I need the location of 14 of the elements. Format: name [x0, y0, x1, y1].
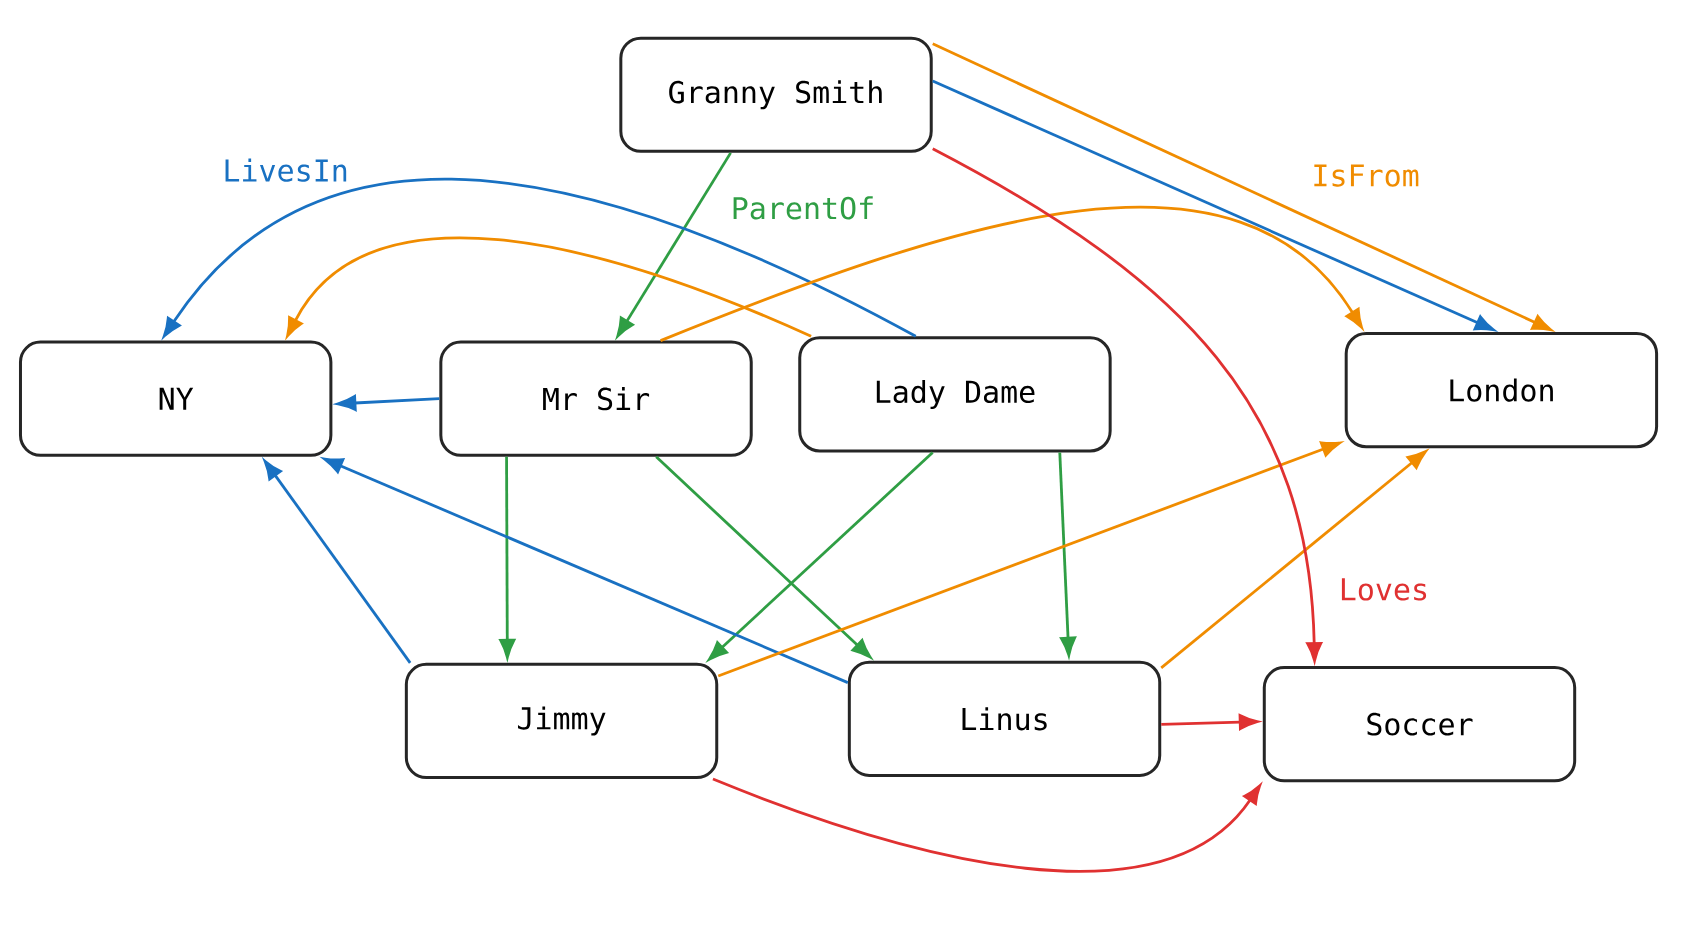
- arrow: [712, 777, 1261, 873]
- entity-box: Mr Sir: [439, 340, 753, 457]
- arrow: [163, 177, 917, 338]
- entity-box: Granny Smith: [619, 36, 933, 153]
- entity-box: London: [1344, 332, 1659, 449]
- entity-box: Soccer: [1262, 666, 1577, 783]
- entity-box: NY: [19, 340, 333, 457]
- edge-label: LivesIn: [220, 156, 351, 184]
- edge-label: Loves: [1336, 576, 1432, 603]
- entity-box: Linus: [847, 660, 1162, 777]
- entity-box: Jimmy: [404, 662, 719, 780]
- arrow: [616, 152, 732, 338]
- arrow: [286, 236, 812, 338]
- edge-label: ParentOf: [728, 194, 878, 222]
